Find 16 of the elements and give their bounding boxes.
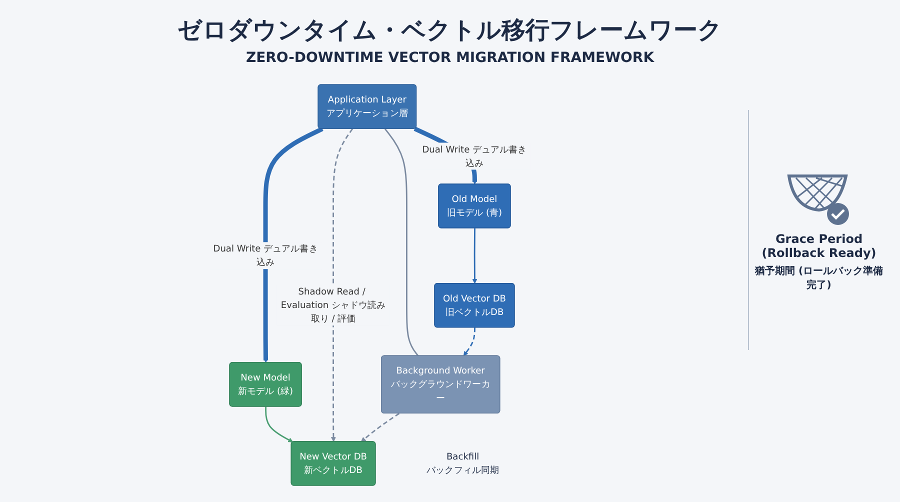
status-label: Grace Period (Rollback Ready) bbox=[760, 232, 878, 260]
title: ゼロダウンタイム・ベクトル移行フレームワーク bbox=[176, 15, 724, 46]
arrow bbox=[463, 328, 476, 356]
arrow bbox=[472, 228, 478, 284]
arrow bbox=[331, 128, 354, 442]
connector bbox=[384, 128, 419, 356]
arrow bbox=[265, 406, 294, 442]
node-label: Backfill bbox=[446, 451, 480, 462]
arrow bbox=[360, 412, 400, 442]
edge-label: Dual Write デュアル書き込み bbox=[213, 243, 318, 268]
node-label: バックフィル同期 bbox=[426, 464, 499, 476]
status-note: 猶予期間 (ロールバック準備完了) bbox=[754, 264, 884, 292]
edge-label: Dual Write デュアル書き込み bbox=[422, 144, 527, 168]
subtitle: ZERO-DOWNTIME VECTOR MIGRATION FRAMEWORK bbox=[244, 50, 656, 66]
arrow bbox=[263, 126, 324, 363]
edge-label: Shadow Read / Evaluation シャドウ読み取り / 評価 bbox=[280, 286, 386, 324]
